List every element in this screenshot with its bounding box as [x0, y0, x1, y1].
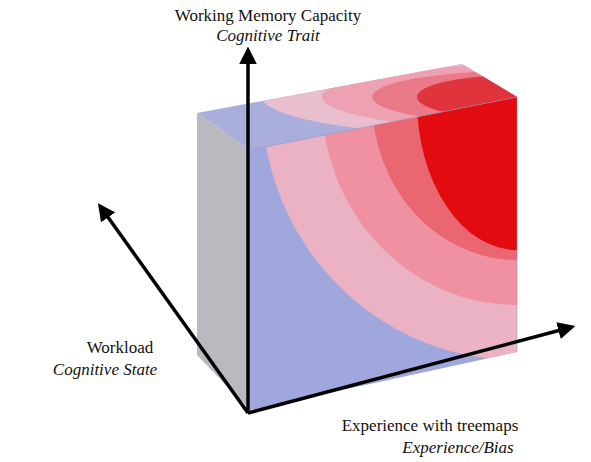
axis-subtitle: Cognitive Trait [216, 26, 319, 46]
axis-vertical [246, 50, 250, 413]
axis-horizontal [248, 327, 572, 413]
axis-title: Experience with treemaps [342, 416, 519, 436]
axis-title: Working Memory Capacity [175, 6, 362, 26]
region-front [262, 0, 591, 360]
axis-subtitle: Cognitive State [53, 360, 157, 380]
axis-depth [100, 206, 248, 413]
axis-title: Workload [87, 338, 154, 358]
cube-left-face [197, 113, 250, 410]
axis-subtitle: Experience/Bias [402, 438, 513, 458]
region-top [262, 57, 591, 137]
